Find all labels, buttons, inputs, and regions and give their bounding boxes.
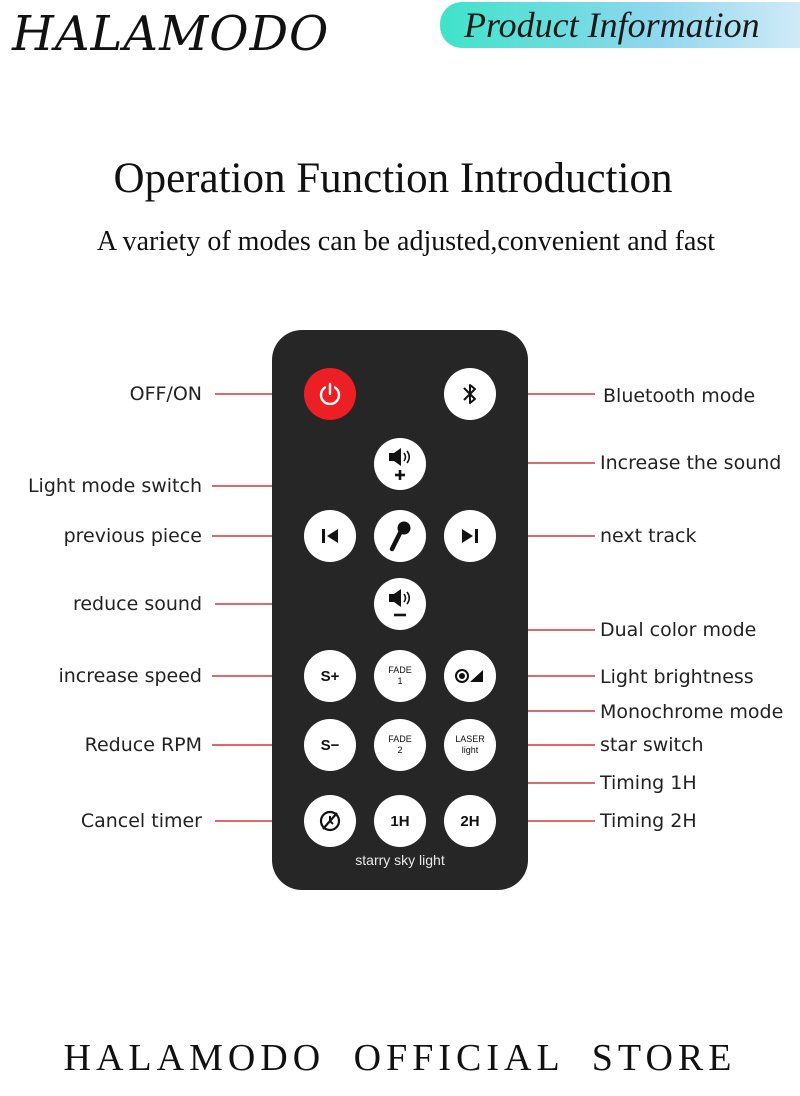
fade-2-label: FADE 2	[388, 734, 412, 755]
brand-logo: HALAMODO	[12, 6, 330, 62]
label-reduce-rpm: Reduce RPM	[84, 734, 202, 756]
fade-2-button[interactable]: FADE 2	[374, 719, 426, 771]
page-subtitle: A variety of modes can be adjusted,conve…	[96, 226, 716, 257]
fade-1-button[interactable]: FADE 1	[374, 650, 426, 702]
fade-1-label: FADE 1	[388, 665, 412, 686]
label-off-on: OFF/ON	[129, 383, 202, 405]
label-star-switch: star switch	[600, 734, 704, 756]
label-increase-sound: Increase the sound	[600, 452, 782, 474]
next-track-button[interactable]	[444, 510, 496, 562]
timer-2h-button[interactable]: 2H	[444, 795, 496, 847]
label-reduce-sound: reduce sound	[72, 593, 202, 615]
laser-light-label: LASER light	[455, 734, 485, 755]
label-previous-piece: previous piece	[63, 525, 202, 547]
remote-brand-text: starry sky light	[355, 852, 445, 868]
product-information-badge: Product Information	[440, 2, 800, 48]
bluetooth-icon	[463, 384, 476, 404]
speed-up-label: S+	[320, 667, 340, 685]
microphone-button[interactable]	[374, 510, 426, 562]
bluetooth-button[interactable]	[444, 368, 496, 420]
label-cancel-timer: Cancel timer	[80, 810, 202, 832]
speed-down-label: S−	[320, 736, 340, 754]
label-dual-color-mode: Dual color mode	[600, 619, 757, 641]
power-button[interactable]	[304, 368, 356, 420]
footer-store-name: HALAMODO OFFICIAL STORE	[63, 1037, 737, 1079]
label-monochrome-mode: Monochrome mode	[600, 701, 784, 723]
previous-track-button[interactable]	[304, 510, 356, 562]
cancel-timer-icon	[319, 810, 341, 832]
label-timing-1h: Timing 1H	[600, 772, 697, 794]
speed-down-button[interactable]: S−	[304, 719, 356, 771]
speed-up-button[interactable]: S+	[304, 650, 356, 702]
label-timing-2h: Timing 2H	[600, 810, 697, 832]
laser-light-button[interactable]: LASER light	[444, 719, 496, 771]
previous-track-icon	[322, 529, 338, 543]
page-title: Operation Function Introduction	[113, 155, 673, 202]
volume-up-icon	[389, 448, 411, 480]
label-next-track: next track	[600, 525, 697, 547]
cancel-timer-button[interactable]	[304, 795, 356, 847]
label-bluetooth-mode: Bluetooth mode	[603, 385, 756, 407]
badge-text: Product Information	[464, 5, 760, 45]
microphone-icon	[389, 521, 411, 552]
volume-up-button[interactable]	[374, 438, 426, 490]
brightness-button[interactable]	[444, 650, 496, 702]
timer-1h-button[interactable]: 1H	[374, 795, 426, 847]
power-icon	[319, 382, 341, 406]
label-light-brightness: Light brightness	[600, 666, 754, 688]
brightness-icon	[455, 669, 483, 683]
volume-down-icon	[389, 589, 411, 617]
volume-down-button[interactable]	[374, 578, 426, 630]
timer-1h-label: 1H	[390, 812, 410, 830]
label-increase-speed: increase speed	[58, 665, 202, 687]
timer-2h-label: 2H	[460, 812, 480, 830]
label-light-mode-switch: Light mode switch	[27, 475, 202, 497]
next-track-icon	[462, 529, 478, 543]
